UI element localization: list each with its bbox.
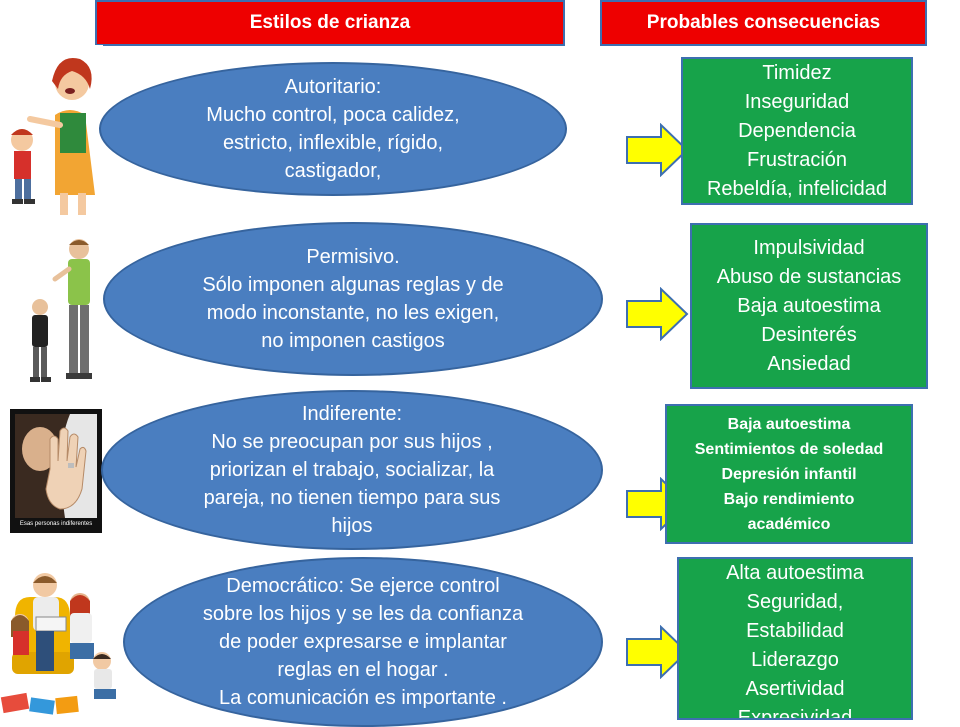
style-indifferent-line-3: priorizan el trabajo, socializar, la — [209, 459, 495, 481]
consequence-item: Alta autoestima — [726, 562, 864, 584]
consequences-indifferent-box: Baja autoestima Sentimientos de soledad … — [665, 404, 913, 544]
arrow-right-icon — [626, 625, 689, 679]
consequence-item: Bajo rendimiento — [723, 490, 855, 508]
consequence-item: Expresividad — [737, 707, 853, 720]
consequence-item: Ansiedad — [767, 352, 851, 375]
style-indifferent-line-2: No se preocupan por sus hijos , — [211, 431, 493, 453]
style-democratic-line-2: sobre los hijos y se les da confianza — [202, 603, 524, 625]
consequence-item: Abuso de sustancias — [716, 265, 902, 288]
style-permissive-line-3: modo inconstante, no les exigen, — [206, 302, 500, 324]
header-parenting-styles: Estilos de crianza — [95, 0, 565, 46]
consequence-item: Liderazgo — [751, 649, 839, 671]
style-authoritarian-line-4: castigador, — [284, 160, 382, 182]
consequence-item: Frustración — [746, 148, 848, 171]
style-authoritarian-line-1: Autoritario: — [284, 76, 382, 98]
style-permissive-ellipse: Permisivo. Sólo imponen algunas reglas y… — [103, 222, 603, 376]
style-indifferent-ellipse: Indiferente: No se preocupan por sus hij… — [101, 390, 603, 550]
style-indifferent-line-4: pareja, no tienen tiempo para sus — [203, 487, 501, 509]
consequence-item: Dependencia — [738, 119, 856, 142]
header-probable-consequences: Probables consecuencias — [600, 0, 927, 46]
indifferent-parent-poster: Esas personas indiferentes — [10, 409, 102, 533]
consequences-democratic-box: Alta autoestima Seguridad, Estabilidad L… — [677, 557, 913, 720]
style-democratic-line-3: de poder expresarse e implantar — [219, 631, 507, 653]
consequence-item: Desinterés — [761, 323, 857, 346]
consequence-item: Baja autoestima — [737, 294, 881, 317]
style-democratic-line-4: reglas en el hogar . — [277, 659, 449, 681]
consequence-item: Sentimientos de soledad — [694, 440, 884, 458]
style-permissive-line-4: no imponen castigos — [261, 330, 445, 352]
consequence-item: Timidez — [762, 61, 832, 84]
consequence-item: Baja autoestima — [727, 415, 851, 433]
style-authoritarian-ellipse: Autoritario: Mucho control, poca calidez… — [99, 62, 567, 196]
style-indifferent-line-5: hijos — [331, 515, 373, 537]
consequence-item: Rebeldía, infelicidad — [706, 177, 888, 200]
consequence-item: Inseguridad — [744, 90, 850, 113]
consequence-item: Seguridad, — [746, 591, 844, 613]
consequence-item: Asertividad — [745, 678, 845, 700]
poster-caption: Esas personas indiferentes — [19, 521, 93, 527]
style-democratic-line-5: La comunicación es importante . — [219, 687, 507, 709]
consequence-item: académico — [747, 515, 831, 533]
style-authoritarian-line-3: estricto, inflexible, rígido, — [222, 132, 444, 154]
consequence-item: Estabilidad — [746, 620, 844, 642]
header-parenting-styles-label: Estilos de crianza — [249, 12, 411, 33]
style-permissive-line-1: Permisivo. — [306, 246, 400, 268]
democratic-family-illustration — [0, 557, 125, 720]
consequence-item: Impulsividad — [753, 236, 865, 259]
consequence-item: Depresión infantil — [721, 465, 857, 483]
header-probable-consequences-label: Probables consecuencias — [646, 12, 881, 33]
authoritarian-parent-illustration — [0, 45, 103, 225]
style-democratic-ellipse: Democrático: Se ejerce control sobre los… — [123, 557, 603, 727]
arrow-right-icon — [626, 287, 689, 341]
arrow-right-icon — [626, 123, 689, 177]
consequences-authoritarian-box: Timidez Inseguridad Dependencia Frustrac… — [681, 57, 913, 205]
consequences-permissive-box: Impulsividad Abuso de sustancias Baja au… — [690, 223, 928, 389]
style-authoritarian-line-2: Mucho control, poca calidez, — [206, 104, 460, 126]
permissive-parent-illustration — [22, 235, 102, 387]
style-democratic-line-1: Democrático: Se ejerce control — [226, 575, 500, 597]
style-indifferent-line-1: Indiferente: — [301, 403, 403, 425]
style-permissive-line-2: Sólo imponen algunas reglas y de — [202, 274, 504, 296]
